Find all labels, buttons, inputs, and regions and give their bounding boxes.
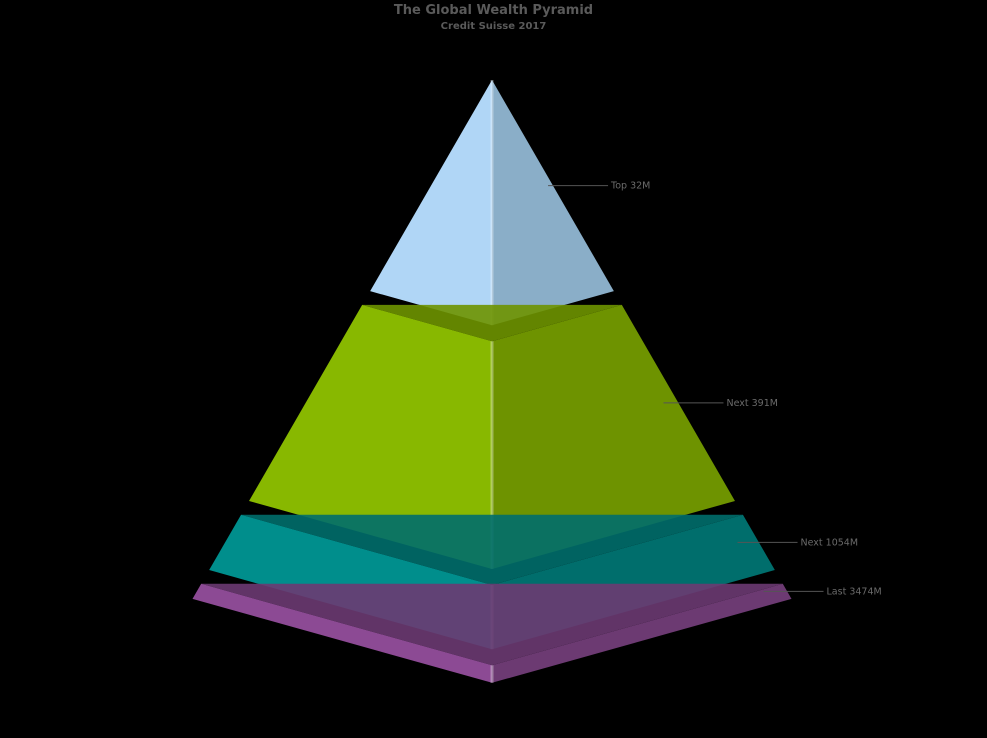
segment-top-face: [362, 304, 622, 342]
segment-right-face: [492, 80, 614, 326]
segment-top-face: [241, 514, 743, 586]
chart-subtitle: Credit Suisse 2017: [440, 21, 547, 32]
segment-left-face: [192, 583, 492, 683]
segment-label: Next 1054M: [801, 537, 859, 548]
segment-label: Next 391M: [726, 398, 777, 409]
pyramid-segment[interactable]: [192, 583, 792, 683]
pyramid-segments: [192, 80, 792, 683]
segment-right-face: [492, 583, 792, 683]
chart-title: The Global Wealth Pyramid: [393, 3, 594, 18]
segment-right-face: [492, 304, 735, 570]
pyramid-labels: Top 32M Next 391M Next 1054M Last 3474M: [548, 181, 882, 597]
segment-left-face: [249, 304, 492, 570]
segment-label: Last 3474M: [827, 586, 882, 597]
pyramid-segment[interactable]: [249, 304, 735, 570]
segment-label: Top 32M: [610, 181, 650, 192]
pyramid-segment[interactable]: [370, 80, 614, 326]
segment-top-face: [201, 583, 783, 666]
segment-left-face: [370, 80, 492, 326]
